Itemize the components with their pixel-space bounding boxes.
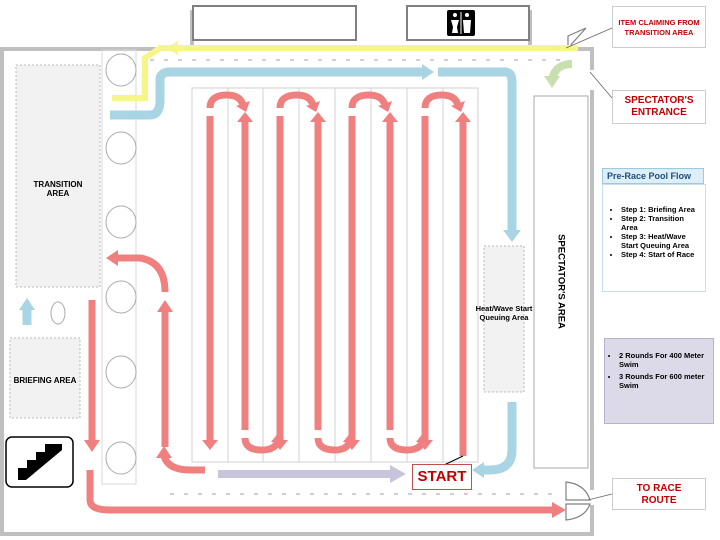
item-claiming-callout: ITEM CLAIMING FROM TRANSITION AREA bbox=[612, 6, 706, 48]
blue-arrows bbox=[22, 67, 517, 475]
entrance-arrow bbox=[544, 60, 573, 88]
pool-flow-step: Step 3: Heat/Wave Start Queuing Area bbox=[621, 232, 701, 250]
transition-area-box bbox=[15, 64, 101, 288]
heat-queue-box bbox=[483, 245, 525, 393]
spectators-area-box bbox=[533, 95, 589, 469]
stairs-icon bbox=[5, 436, 74, 488]
rounds-box: 2 Rounds For 400 Meter Swim 3 Rounds For… bbox=[604, 338, 714, 424]
callout-line-item-claiming bbox=[565, 27, 613, 49]
blue-arrowheads bbox=[19, 64, 521, 478]
transition-area-label: TRANSITION AREA bbox=[33, 180, 83, 198]
lane-lines bbox=[227, 88, 444, 462]
purple-arrow bbox=[218, 465, 406, 483]
pool-flow-steps: Step 1: Briefing Area Step 2: Transition… bbox=[602, 184, 706, 292]
doors bbox=[565, 27, 591, 521]
pillar bbox=[50, 301, 66, 325]
top-room-left bbox=[192, 5, 357, 41]
pool-flow-step: Step 4: Start of Race bbox=[621, 250, 701, 259]
pool-flow-step: Step 2: Transition Area bbox=[621, 214, 701, 232]
heat-queue-label: Heat/Wave Start Queuing Area bbox=[475, 304, 533, 322]
race-route-callout: TO RACE ROUTE bbox=[612, 478, 706, 510]
swim-arrowheads bbox=[84, 101, 566, 518]
rounds-item: 3 Rounds For 600 meter Swim bbox=[619, 372, 709, 390]
pool-flow-step: Step 1: Briefing Area bbox=[621, 205, 701, 214]
swim-path-arrows bbox=[86, 91, 552, 514]
briefing-area-box bbox=[9, 337, 81, 419]
callout-line-entrance bbox=[589, 71, 613, 99]
yellow-arrow bbox=[112, 41, 578, 101]
pool-flow-title: Pre-Race Pool Flow bbox=[602, 168, 704, 184]
start-label: START bbox=[412, 464, 472, 490]
briefing-area-label: BRIEFING AREA bbox=[13, 376, 77, 385]
restroom-icon bbox=[447, 10, 475, 36]
spectators-area-label: SPECTATOR'S AREA bbox=[555, 234, 567, 329]
column-ovals bbox=[101, 49, 137, 485]
rounds-item: 2 Rounds For 400 Meter Swim bbox=[619, 351, 709, 369]
callout-line-race-route bbox=[587, 493, 613, 501]
spectators-entrance-callout: SPECTATOR'S ENTRANCE bbox=[612, 90, 706, 124]
